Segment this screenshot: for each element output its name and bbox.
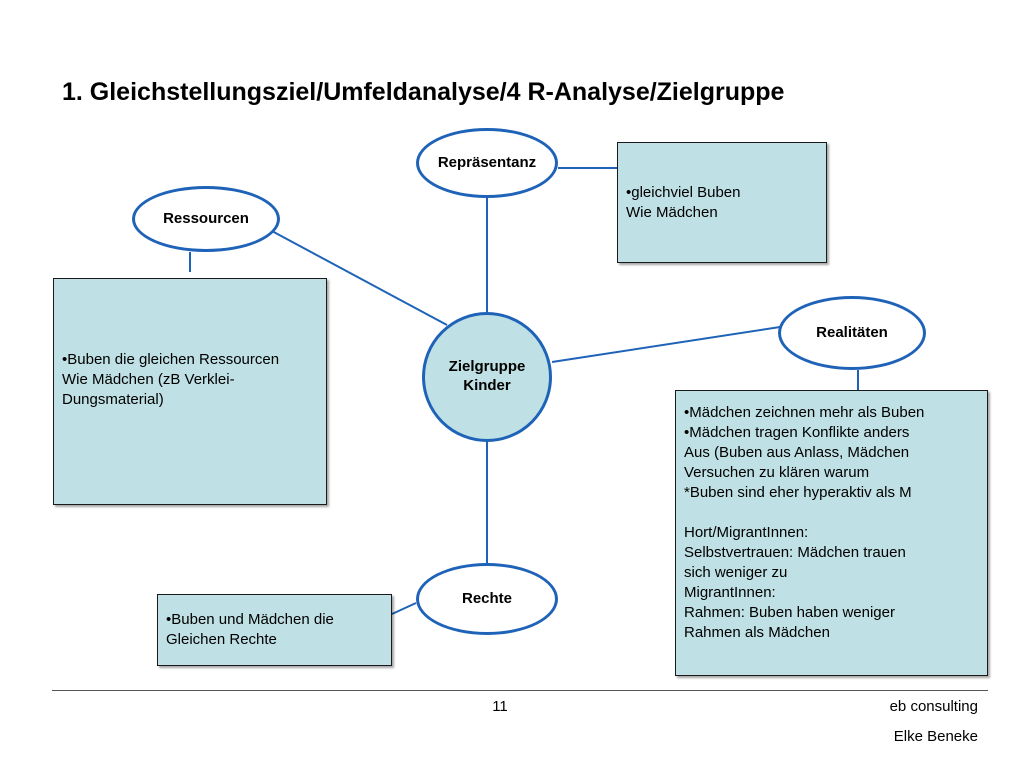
box-resources: •Buben die gleichen Ressourcen Wie Mädch…: [53, 278, 327, 505]
box-resources-line-1: •Buben die gleichen Ressourcen: [62, 351, 280, 368]
box-realities-line-10: MigrantInnen:: [684, 584, 776, 601]
box-representation-line-2: Wie Mädchen: [626, 204, 718, 221]
slide-title: 1. Gleichstellungsziel/Umfeldanalyse/4 R…: [62, 78, 785, 106]
node-realities-label: Realitäten: [816, 323, 888, 341]
box-rights-line-2: Gleichen Rechte: [166, 631, 277, 648]
node-rights: Rechte: [416, 563, 558, 635]
box-realities-line-3: Aus (Buben aus Anlass, Mädchen: [684, 444, 910, 461]
box-realities-line-8: Selbstvertrauen: Mädchen trauen: [684, 544, 906, 561]
box-realities-line-2: •Mädchen tragen Konflikte anders: [684, 424, 910, 441]
target-group-line-2: Kinder: [463, 377, 511, 394]
box-realities-line-12: Rahmen als Mädchen: [684, 624, 830, 641]
node-rights-label: Rechte: [461, 589, 513, 607]
page-number: 11: [492, 698, 508, 715]
node-target-group: Zielgruppe Kinder: [422, 312, 552, 442]
box-realities-line-1: •Mädchen zeichnen mehr als Buben: [684, 404, 925, 421]
box-realities-line-5: *Buben sind eher hyperaktiv als M: [684, 484, 912, 501]
node-representation-label: Repräsentanz: [437, 153, 537, 171]
connector-rights-box: [391, 602, 417, 615]
connector-center-realities: [551, 326, 781, 363]
box-realities-line-7: Hort/MigrantInnen:: [684, 524, 809, 541]
node-representation: Repräsentanz: [416, 128, 558, 198]
footer-author: Elke Beneke: [893, 728, 978, 745]
box-rights-line-1: •Buben und Mädchen die: [166, 611, 334, 628]
box-realities-line-11: Rahmen: Buben haben weniger: [684, 604, 895, 621]
node-resources: Ressourcen: [132, 186, 280, 252]
box-resources-line-3: Dungsmaterial): [62, 391, 164, 408]
connector-center-resources: [269, 229, 448, 326]
box-representation-line-1: •gleichviel Buben: [626, 184, 741, 201]
target-group-line-1: Zielgruppe: [448, 358, 526, 376]
node-resources-label: Ressourcen: [163, 209, 249, 227]
footer-divider: [52, 690, 988, 691]
node-realities: Realitäten: [778, 296, 926, 370]
box-rights: •Buben und Mädchen die Gleichen Rechte: [157, 594, 392, 666]
box-realities: •Mädchen zeichnen mehr als Buben •Mädche…: [675, 390, 988, 676]
box-resources-line-2: Wie Mädchen (zB Verklei-: [62, 371, 235, 388]
box-realities-line-9: sich weniger zu: [684, 564, 788, 581]
box-representation: •gleichviel Buben Wie Mädchen: [617, 142, 827, 263]
box-realities-line-4: Versuchen zu klären warum: [684, 464, 870, 481]
box-realities-line-6: [684, 503, 979, 523]
footer-company: eb consulting: [889, 698, 978, 715]
